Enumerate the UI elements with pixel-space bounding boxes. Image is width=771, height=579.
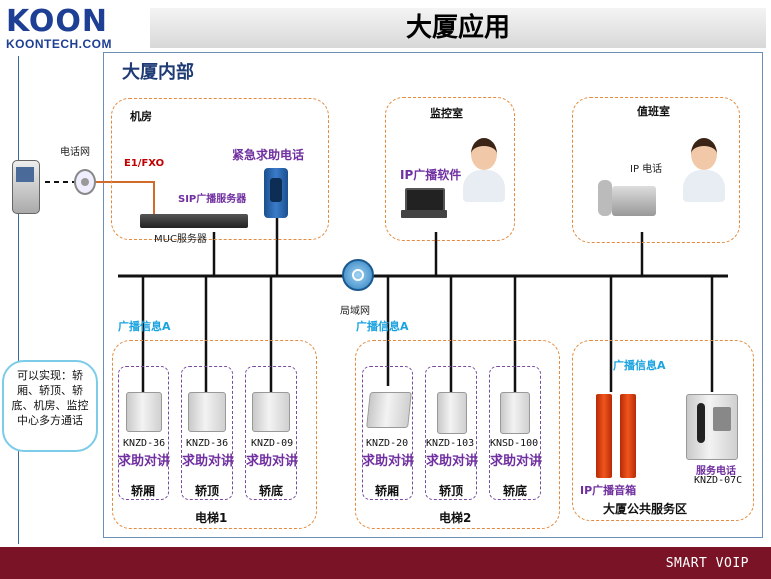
e1-unit3-model: KNZD-09 bbox=[251, 438, 294, 449]
service-phone-icon bbox=[686, 394, 738, 460]
elevator1-zone bbox=[112, 340, 317, 529]
e1-unit2-box bbox=[181, 366, 233, 500]
e2-unit2-box bbox=[425, 366, 477, 500]
e1-fxo-line bbox=[92, 181, 155, 214]
e2-unit3-panel-icon bbox=[500, 392, 530, 434]
phone-net-label: 电话网 bbox=[60, 147, 90, 158]
emergency-phone-label: 紧急求助电话 bbox=[232, 148, 305, 162]
public-area-zone bbox=[572, 340, 754, 521]
e1-unit1-panel-icon bbox=[126, 392, 162, 432]
public-broadcast-label: 广播信息A bbox=[613, 359, 666, 372]
ip-broadcast-software-label: IP广播软件 bbox=[400, 168, 462, 182]
page-title: 大厦应用 bbox=[405, 13, 510, 43]
callout-bubble bbox=[2, 360, 98, 452]
e1-unit1-model: KNZD-36 bbox=[123, 438, 166, 449]
e2-unit1-func: 求助对讲 bbox=[362, 454, 415, 469]
main-frame bbox=[103, 52, 763, 538]
e2-unit3-place: 轿底 bbox=[503, 484, 528, 498]
koontech-logo: KOON KOONTECH.COM bbox=[0, 0, 150, 56]
duty-room-zone bbox=[572, 97, 740, 243]
e1-unit3-place: 轿底 bbox=[259, 484, 284, 498]
e1-fxo-label: E1/FXO bbox=[124, 158, 165, 169]
e1-unit3-box bbox=[245, 366, 297, 500]
e2-unit2-func: 求助对讲 bbox=[426, 454, 479, 469]
e1-unit3-func: 求助对讲 bbox=[246, 454, 299, 469]
title-bar: 大厦应用 bbox=[150, 8, 766, 48]
duty-room-label: 值班室 bbox=[637, 105, 670, 118]
e1-unit2-panel-icon bbox=[188, 392, 226, 432]
callout-text: 可以实现：轿厢、轿顶、轿底、机房、监控中心多方通话 bbox=[11, 369, 89, 427]
speaker-column-left-icon bbox=[596, 394, 612, 478]
e2-unit1-place: 轿厢 bbox=[375, 484, 400, 498]
e2-unit1-box bbox=[362, 366, 413, 500]
e2-unit1-panel-icon bbox=[366, 392, 412, 428]
main-section-title: 大厦内部 bbox=[122, 62, 194, 83]
footer-text: SMART VOIP bbox=[665, 556, 749, 571]
laptop-icon bbox=[401, 188, 447, 222]
broadcast-label-elevator1: 广播信息A bbox=[118, 320, 171, 333]
left-rule bbox=[18, 56, 19, 544]
elevator2-label: 电梯2 bbox=[439, 511, 472, 525]
e1-unit2-func: 求助对讲 bbox=[182, 454, 235, 469]
emergency-phone-icon bbox=[264, 168, 288, 218]
e1-unit1-place: 轿厢 bbox=[131, 484, 156, 498]
public-area-label: 大厦公共服务区 bbox=[603, 502, 688, 516]
e1-unit1-box bbox=[118, 366, 169, 500]
e2-unit2-place: 轿顶 bbox=[439, 484, 464, 498]
e2-unit2-panel-icon bbox=[437, 392, 467, 434]
e1-unit3-panel-icon bbox=[252, 392, 290, 432]
ip-phone-label: IP 电话 bbox=[630, 164, 663, 175]
e1-unit1-func: 求助对讲 bbox=[118, 454, 171, 469]
service-phone-model: KNZD-07C bbox=[694, 475, 743, 486]
footer-bar: SMART VOIP bbox=[0, 547, 771, 579]
e1-unit2-model: KNZD-36 bbox=[186, 438, 229, 449]
phone-network-icon bbox=[74, 169, 96, 195]
e2-unit3-box bbox=[489, 366, 541, 500]
elevator2-zone bbox=[355, 340, 560, 529]
monitor-room-label: 监控室 bbox=[430, 107, 463, 120]
duty-person-icon bbox=[679, 138, 729, 204]
lan-hub-icon bbox=[342, 259, 374, 291]
machine-room-label: 机房 bbox=[130, 110, 152, 123]
e2-unit2-model: KNZD-103 bbox=[426, 438, 475, 449]
e2-unit3-func: 求助对讲 bbox=[490, 454, 543, 469]
logo-domain: KOONTECH.COM bbox=[6, 37, 112, 51]
e2-unit1-model: KNZD-20 bbox=[366, 438, 409, 449]
elevator1-label: 电梯1 bbox=[195, 511, 228, 525]
ip-phone-icon bbox=[598, 178, 658, 218]
broadcast-label-elevator2: 广播信息A bbox=[356, 320, 409, 333]
service-phone-label: 服务电话 bbox=[696, 466, 736, 477]
machine-room-zone bbox=[111, 98, 329, 240]
mobile-phone-icon bbox=[12, 160, 40, 214]
rack-server-icon bbox=[140, 214, 248, 228]
e1-unit2-place: 轿顶 bbox=[195, 484, 220, 498]
logo-brand: KOON bbox=[6, 4, 109, 39]
speaker-column-right-icon bbox=[620, 394, 636, 478]
ip-speaker-label: IP广播音箱 bbox=[580, 484, 637, 497]
sip-server-label: SIP广播服务器 bbox=[178, 194, 247, 205]
monitor-room-zone bbox=[385, 97, 515, 241]
muc-server-label: MUC服务器 bbox=[154, 234, 207, 245]
e2-unit3-model: KNSD-100 bbox=[490, 438, 539, 449]
lan-label: 局域网 bbox=[340, 306, 370, 317]
operator-person-icon bbox=[459, 138, 509, 204]
